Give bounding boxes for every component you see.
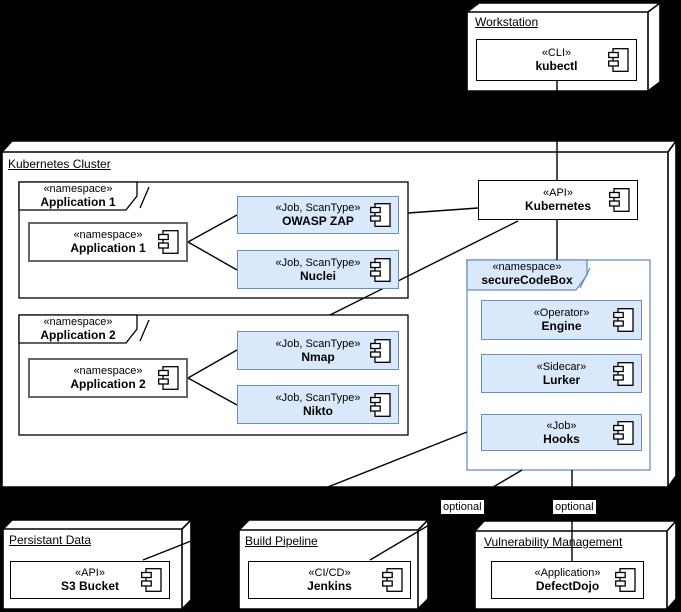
- nmap-name: Nmap: [301, 349, 335, 364]
- application-1-name: Application 1: [70, 241, 146, 255]
- engine-name: Engine: [541, 319, 582, 333]
- kubernetes-cluster-title: Kubernetes Cluster: [8, 157, 111, 171]
- kubectl-name: kubectl: [535, 59, 578, 73]
- nuclei-stereotype: «Job, ScanType»: [275, 256, 361, 269]
- edge-application-1-nuclei: [187, 241, 238, 271]
- edge-securecodebox-jenkins: [369, 469, 523, 561]
- application-1-group-tab-slash: [139, 186, 150, 209]
- application-2-group-tab-slash: [139, 319, 150, 342]
- defectdojo-component: «Application» DefectDojo: [491, 561, 644, 599]
- application-2-group-tab: [18, 314, 138, 344]
- s3-bucket-stereotype: «API»: [75, 567, 105, 579]
- build-pipeline-title: Build Pipeline: [245, 534, 318, 548]
- s3-bucket-component: «API» S3 Bucket: [10, 561, 170, 599]
- edge-application-2-nmap: [187, 349, 238, 379]
- component-icon: [370, 338, 391, 363]
- component-icon: [141, 568, 162, 592]
- engine-stereotype: «Operator»: [533, 307, 590, 319]
- edge-application-1-group-kubernetes-api: [407, 207, 479, 214]
- jenkins-name: Jenkins: [307, 579, 352, 593]
- nmap-component: «Job, ScanType» Nmap: [237, 331, 399, 370]
- application-2-component: «namespace» Application 2: [28, 358, 188, 398]
- kubernetes-api-name: Kubernetes: [524, 199, 592, 213]
- component-icon: [613, 420, 634, 445]
- kubectl-component: «CLI» kubectl: [476, 39, 637, 81]
- application-2-stereotype: «namespace»: [73, 365, 143, 377]
- edge-securecodebox-s3-bucket: [142, 431, 468, 561]
- component-icon: [370, 257, 391, 282]
- vulnerability-management-title: Vulnerability Management: [484, 535, 623, 549]
- edge-application-2-nikto: [187, 377, 238, 406]
- kubernetes-api-component: «API» Kubernetes: [478, 180, 638, 220]
- component-icon: [608, 48, 629, 72]
- edge-label-optional-jenkins: optional: [441, 500, 484, 514]
- edge-kubernetes-api-application-2-group: [329, 220, 519, 316]
- kubernetes-api-stereotype: «API»: [543, 187, 573, 199]
- application-1-component: «namespace» Application 1: [28, 222, 188, 262]
- nikto-stereotype: «Job, ScanType»: [275, 391, 361, 404]
- component-icon: [370, 203, 391, 227]
- hooks-name: Hooks: [543, 431, 580, 446]
- nuclei-component: «Job, ScanType» Nuclei: [237, 250, 399, 289]
- lurker-name: Lurker: [542, 372, 581, 387]
- hooks-component: «Job» Hooks: [481, 414, 642, 451]
- lurker-stereotype: «Sidecar»: [536, 360, 587, 373]
- owasp-zap-component: «Job, ScanType» OWASP ZAP: [237, 196, 399, 234]
- nikto-component: «Job, ScanType» Nikto: [237, 385, 399, 424]
- application-1-group-tab: [18, 181, 138, 211]
- application-1-stereotype: «namespace»: [73, 229, 143, 241]
- jenkins-component: «CI/CD» Jenkins: [248, 561, 411, 599]
- defectdojo-stereotype: «Application»: [534, 567, 601, 579]
- kubectl-stereotype: «CLI»: [541, 47, 572, 59]
- securecodebox-group-tab: [466, 259, 588, 291]
- securecodebox-group-tab-slash: [579, 267, 591, 289]
- owasp-zap-stereotype: «Job, ScanType»: [275, 202, 361, 214]
- component-icon: [158, 366, 179, 390]
- component-icon: [615, 568, 636, 592]
- nuclei-name: Nuclei: [299, 268, 336, 283]
- nikto-name: Nikto: [303, 403, 333, 418]
- s3-bucket-name: S3 Bucket: [60, 579, 120, 593]
- defectdojo-name: DefectDojo: [535, 579, 600, 593]
- edge-label-optional-defectdojo: optional: [553, 500, 596, 514]
- edge-application-1-owasp-zap: [187, 214, 238, 243]
- component-icon: [609, 188, 630, 212]
- component-icon: [158, 230, 179, 254]
- hooks-stereotype: «Job»: [546, 419, 577, 432]
- persistant-data-title: Persistant Data: [9, 533, 92, 547]
- component-icon: [370, 392, 391, 417]
- owasp-zap-name: OWASP ZAP: [282, 214, 354, 228]
- workstation-title: Workstation: [475, 15, 539, 29]
- nmap-stereotype: «Job, ScanType»: [275, 337, 361, 350]
- component-icon: [382, 568, 403, 592]
- engine-component: «Operator» Engine: [481, 300, 642, 340]
- component-icon: [613, 361, 634, 386]
- component-icon: [613, 308, 634, 332]
- lurker-component: «Sidecar» Lurker: [481, 354, 642, 393]
- application-2-name: Application 2: [70, 377, 146, 391]
- jenkins-stereotype: «CI/CD»: [308, 567, 351, 579]
